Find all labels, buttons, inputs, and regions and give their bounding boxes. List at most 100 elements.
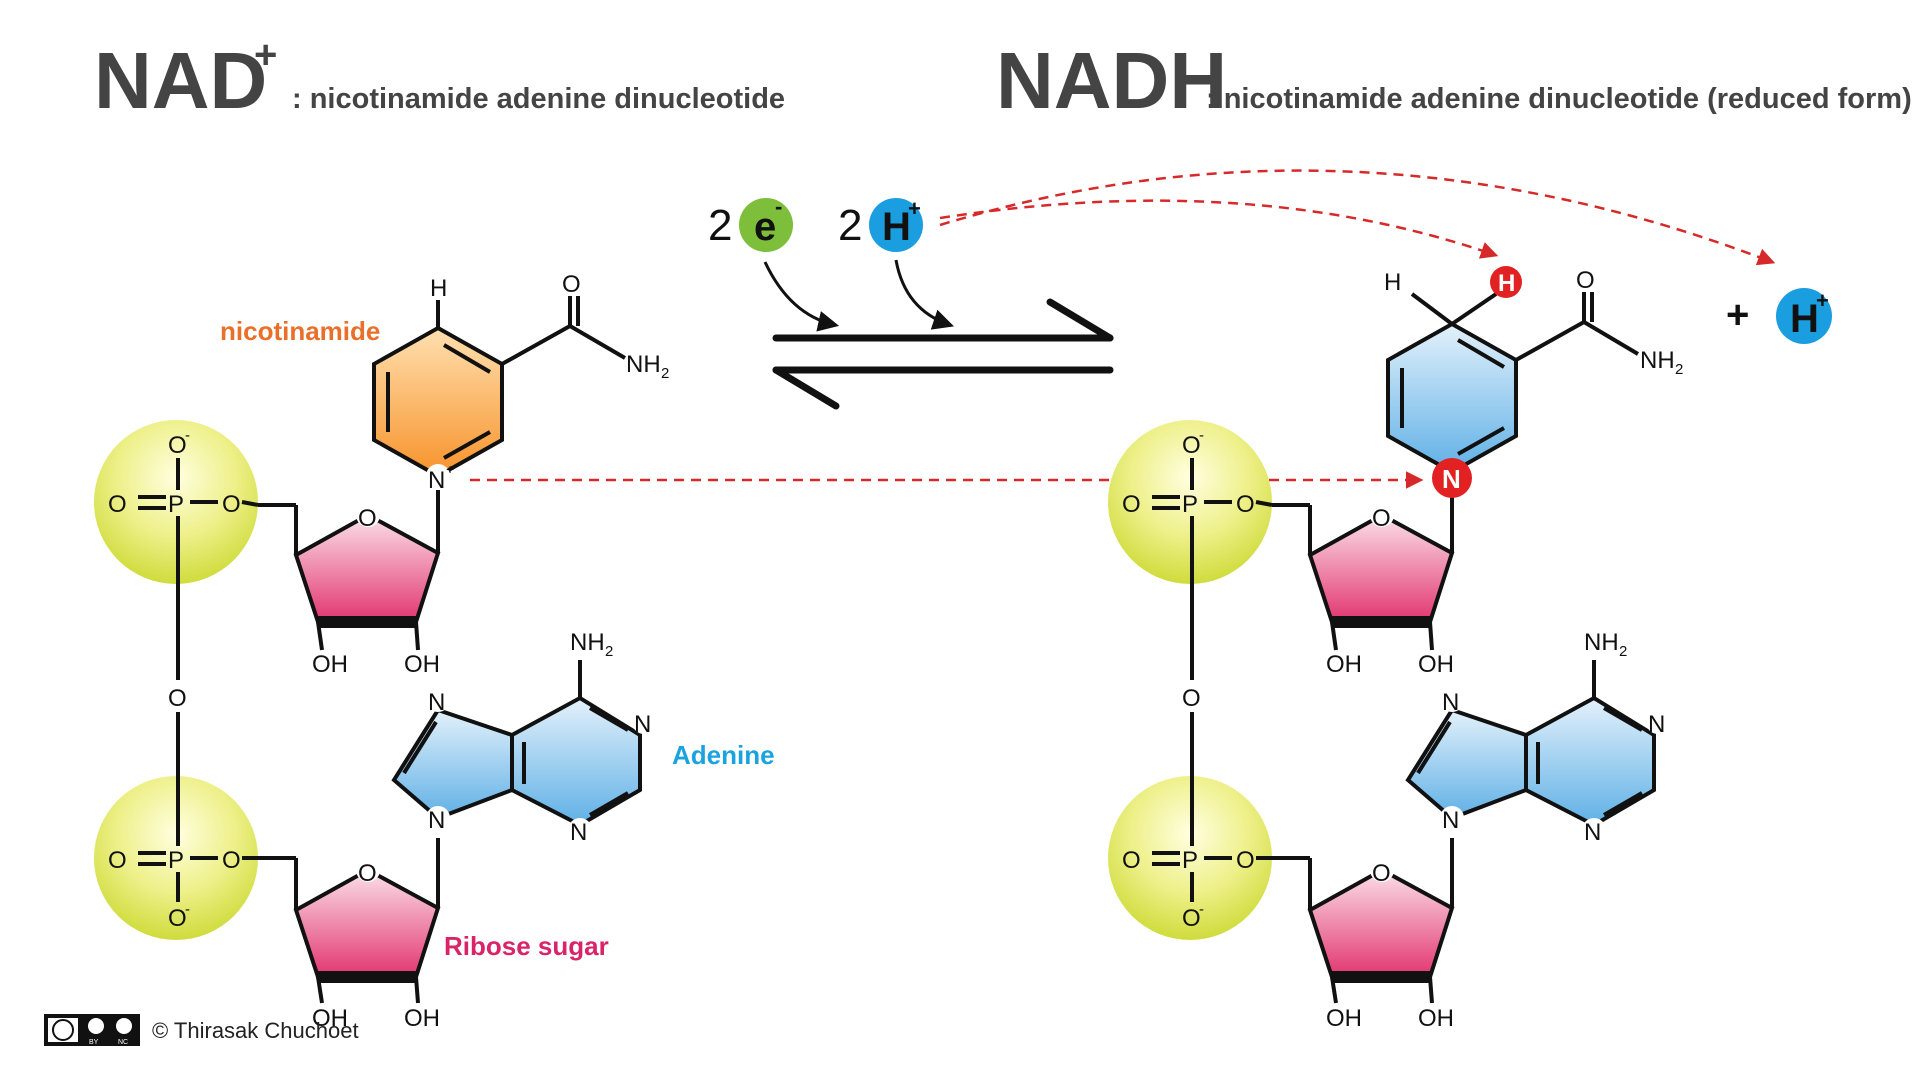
nicotinamide-label: nicotinamide (220, 316, 380, 346)
ribose-oh-lower-right-reduced: OH (1418, 1005, 1454, 1032)
adenine-imidazole-ring-reduced (1405, 707, 1528, 821)
reduced-pyridine-ring (1386, 321, 1518, 475)
phos-upper-o-top-charge: - (185, 427, 190, 444)
nadh-title: NADH (996, 36, 1227, 125)
nicotinamide-n-atom: N (428, 467, 445, 494)
adenine-n9-atom-reduced: N (1442, 807, 1459, 834)
adenine-pyrimidine-ring (510, 695, 642, 828)
proton-curved-arrow (894, 259, 954, 330)
license-nc-text: NC (118, 1039, 128, 1046)
adenine-n3-atom-reduced: N (1584, 819, 1601, 846)
proton-symbol: H (882, 205, 911, 249)
phos-lower-p-atom: P (168, 847, 184, 874)
phos-upper-o-left-reduced: O (1122, 491, 1141, 518)
adenine-imidazole-ring (391, 707, 514, 821)
added-hydrogen-atom: H (1498, 270, 1515, 297)
electron-symbol: e (754, 205, 776, 249)
ribose-oh-lower-left-reduced: OH (1326, 1005, 1362, 1032)
phos-lower-o-bottom-charge-reduced: - (1199, 901, 1204, 918)
ribose-oh-upper-right: OH (404, 651, 440, 678)
creative-commons-icon (52, 1019, 74, 1041)
phos-upper-o-right: O (222, 491, 241, 518)
carboxamide-o-atom: O (562, 271, 581, 298)
bridging-o-atom: O (168, 685, 187, 712)
phos-lower-o-left-reduced: O (1122, 847, 1141, 874)
electron-coefficient: 2 (708, 201, 732, 250)
nicotinamide-n-charge: + (446, 461, 454, 477)
license-credit: BY NC © Thirasak Chuchoet (44, 1014, 359, 1046)
proton-charge: + (908, 196, 921, 221)
reduced-carboxamide-nh-sub: 2 (1675, 361, 1683, 378)
reduced-n-circle (1432, 458, 1472, 498)
phos-lower-p-atom-reduced: P (1182, 847, 1198, 874)
reduced-ring-h-atom: H (1384, 269, 1401, 296)
nadh-molecule: H H N O NH 2 + H + O OH OH (1108, 266, 1832, 1032)
ribose-ring-upper (293, 512, 441, 624)
reactants: 2 e - 2 H + (708, 194, 954, 332)
phos-lower-o-bottom-charge: - (185, 901, 190, 918)
adenine-n9-atom: N (428, 807, 445, 834)
ribose-oh-upper-left: OH (312, 651, 348, 678)
electron-curved-arrow (763, 261, 840, 332)
phos-upper-p-atom-reduced: P (1182, 491, 1198, 518)
ribose-label: Ribose sugar (444, 931, 609, 961)
nad-title: NAD (94, 36, 267, 125)
ribose-oh-upper-left-reduced: OH (1326, 651, 1362, 678)
nad-molecule: N + H O NH 2 nicotinamide O OH OH O - P (94, 271, 775, 1032)
ribose-o-atom-upper: O (358, 505, 377, 532)
phos-upper-o-right-reduced: O (1236, 491, 1255, 518)
left-title: NAD + : nicotinamide adenine dinucleotid… (94, 33, 785, 125)
carboxamide-nh-atom: NH (626, 351, 661, 378)
adenine-nh-sub-reduced: 2 (1619, 643, 1627, 660)
adenine-label: Adenine (672, 740, 775, 770)
nad-title-superscript: + (254, 33, 277, 77)
nad-subtitle: : nicotinamide adenine dinucleotide (292, 83, 785, 115)
proton-circle (869, 198, 923, 252)
adenine-pyrimidine-ring-reduced (1524, 695, 1656, 828)
electron-charge: - (775, 194, 782, 219)
reduced-carboxamide-nh-atom: NH (1640, 347, 1675, 374)
reduced-carboxamide-o-atom: O (1576, 267, 1595, 294)
bridging-o-atom-reduced: O (1182, 685, 1201, 712)
added-hydrogen-circle (1490, 266, 1522, 298)
right-title: NADH : nicotinamide adenine dinucleotide… (996, 36, 1912, 125)
ribose-ring-lower (293, 867, 441, 979)
electron-circle (739, 198, 793, 252)
adenine-nh-atom: NH (570, 629, 605, 656)
phos-lower-o-bottom: O (168, 905, 187, 932)
phos-upper-o-top: O (168, 432, 187, 459)
phosphate-group-lower (94, 776, 258, 940)
nicotinamide-n-bg (426, 464, 450, 488)
adenine-n7-atom: N (428, 689, 445, 716)
ribose-oh-lower-left: OH (312, 1005, 348, 1032)
nicotinamide-ring (372, 325, 504, 479)
adenine-n3-atom: N (570, 819, 587, 846)
phosphate-group-lower-reduced (1108, 776, 1272, 940)
phos-upper-o-left: O (108, 491, 127, 518)
ribose-o-atom-lower-reduced: O (1372, 860, 1391, 887)
ribose-o-atom-lower: O (358, 860, 377, 887)
carboxamide-nh-sub: 2 (661, 365, 669, 382)
phosphate-group-upper (94, 420, 258, 584)
proton-coefficient: 2 (838, 201, 862, 250)
adenine-nh-sub: 2 (605, 643, 613, 660)
ribose-ring-lower-reduced (1307, 867, 1455, 979)
phos-upper-p-atom: P (168, 491, 184, 518)
license-by-text: BY (89, 1039, 99, 1046)
adenine-n1-atom-reduced: N (1648, 711, 1665, 738)
phos-lower-o-left: O (108, 847, 127, 874)
adenine-nh-atom-reduced: NH (1584, 629, 1619, 656)
equilibrium-arrow-icon (772, 298, 1114, 410)
phos-upper-o-top-charge-reduced: - (1199, 427, 1204, 444)
byproduct-proton-charge: + (1816, 288, 1829, 313)
reduced-n-atom: N (1442, 464, 1461, 494)
author-credit: © Thirasak Chuchoet (152, 1018, 359, 1043)
ribose-oh-lower-right: OH (404, 1005, 440, 1032)
adenine-n1-atom: N (634, 711, 651, 738)
nicotinamide-h-atom: H (430, 275, 447, 302)
adenine-n7-atom-reduced: N (1442, 689, 1459, 716)
nadh-subtitle: : nicotinamide adenine dinucleotide (red… (1206, 83, 1912, 115)
phos-upper-o-top-reduced: O (1182, 432, 1201, 459)
phos-lower-o-right: O (222, 847, 241, 874)
